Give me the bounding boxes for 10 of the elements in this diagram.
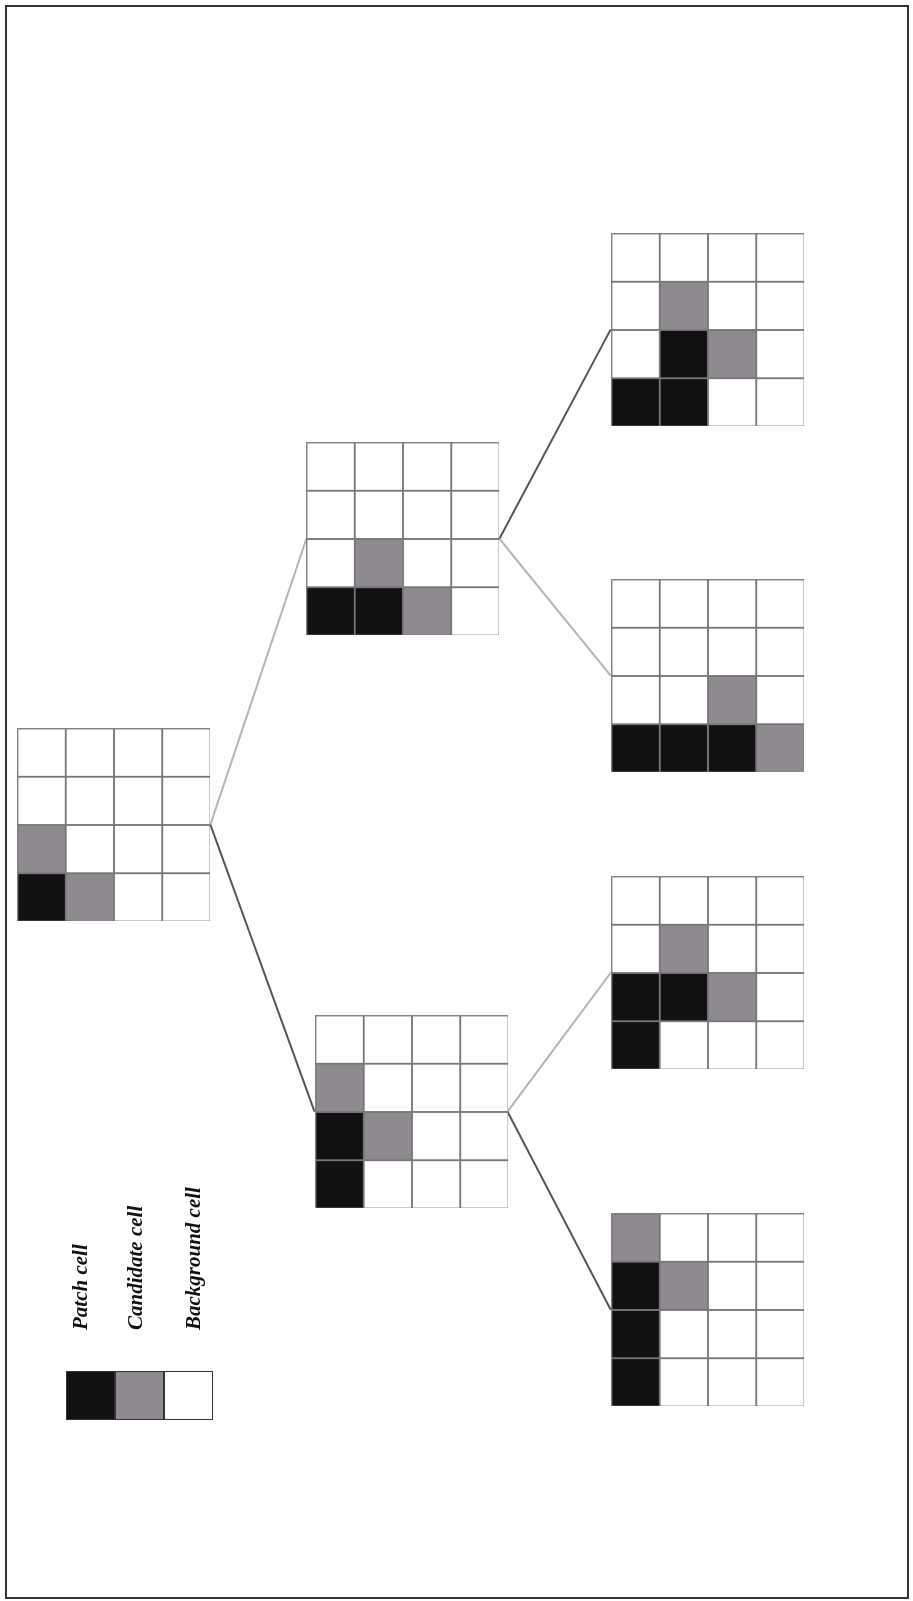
cell-grid [610,232,804,426]
cell-grid [610,876,804,1070]
cell-grid [17,728,211,922]
cell-grid [306,442,500,636]
legend-label: Candidate cell [121,1205,148,1330]
cell-grid [610,1213,804,1407]
cell-grid [610,579,804,773]
legend-label: Background cell [179,1186,206,1330]
legend-label: Patch cell [67,1243,94,1330]
cell-grid [314,1015,508,1209]
